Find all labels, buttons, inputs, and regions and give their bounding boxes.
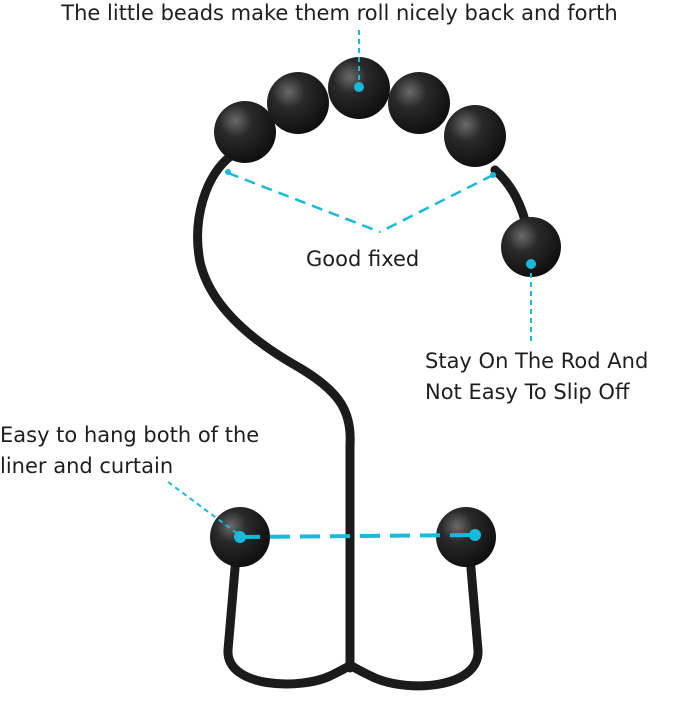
callout-good-fixed: Good fixed xyxy=(306,247,420,271)
callout-rod-line-2: Not Easy To Slip Off xyxy=(425,380,630,404)
pointer-dot xyxy=(354,82,364,92)
callout-rod-line-1: Stay On The Rod And xyxy=(425,349,649,373)
callout-hang-line-1: Easy to hang both of the xyxy=(0,423,260,447)
pointer-dot xyxy=(469,529,481,541)
pointer-fixed-right xyxy=(379,173,494,234)
bead-row xyxy=(210,57,561,567)
pointer-dot xyxy=(234,531,246,543)
pointer-dot xyxy=(225,169,231,175)
bead-end xyxy=(501,217,561,277)
bead xyxy=(267,72,329,134)
callout-hang-line-2: liner and curtain xyxy=(0,454,174,478)
callout-easy-to-hang: Easy to hang both of the liner and curta… xyxy=(0,420,259,482)
pointer-hang-bar xyxy=(239,533,476,539)
hook-wire xyxy=(193,150,355,673)
callout-beads: The little beads make them roll nicely b… xyxy=(61,1,618,25)
bead xyxy=(214,101,276,163)
pointer-dot xyxy=(490,172,496,178)
callout-stay-on-rod: Stay On The Rod And Not Easy To Slip Off xyxy=(425,346,648,408)
lower-hook-left xyxy=(223,540,355,689)
bead xyxy=(388,72,450,134)
pointer-fixed-left xyxy=(227,171,381,234)
pointer-dot xyxy=(526,259,536,269)
pointer-hang xyxy=(167,481,239,535)
bead xyxy=(444,105,506,167)
pointer-lines xyxy=(167,30,536,543)
lower-hook-right xyxy=(345,540,483,691)
